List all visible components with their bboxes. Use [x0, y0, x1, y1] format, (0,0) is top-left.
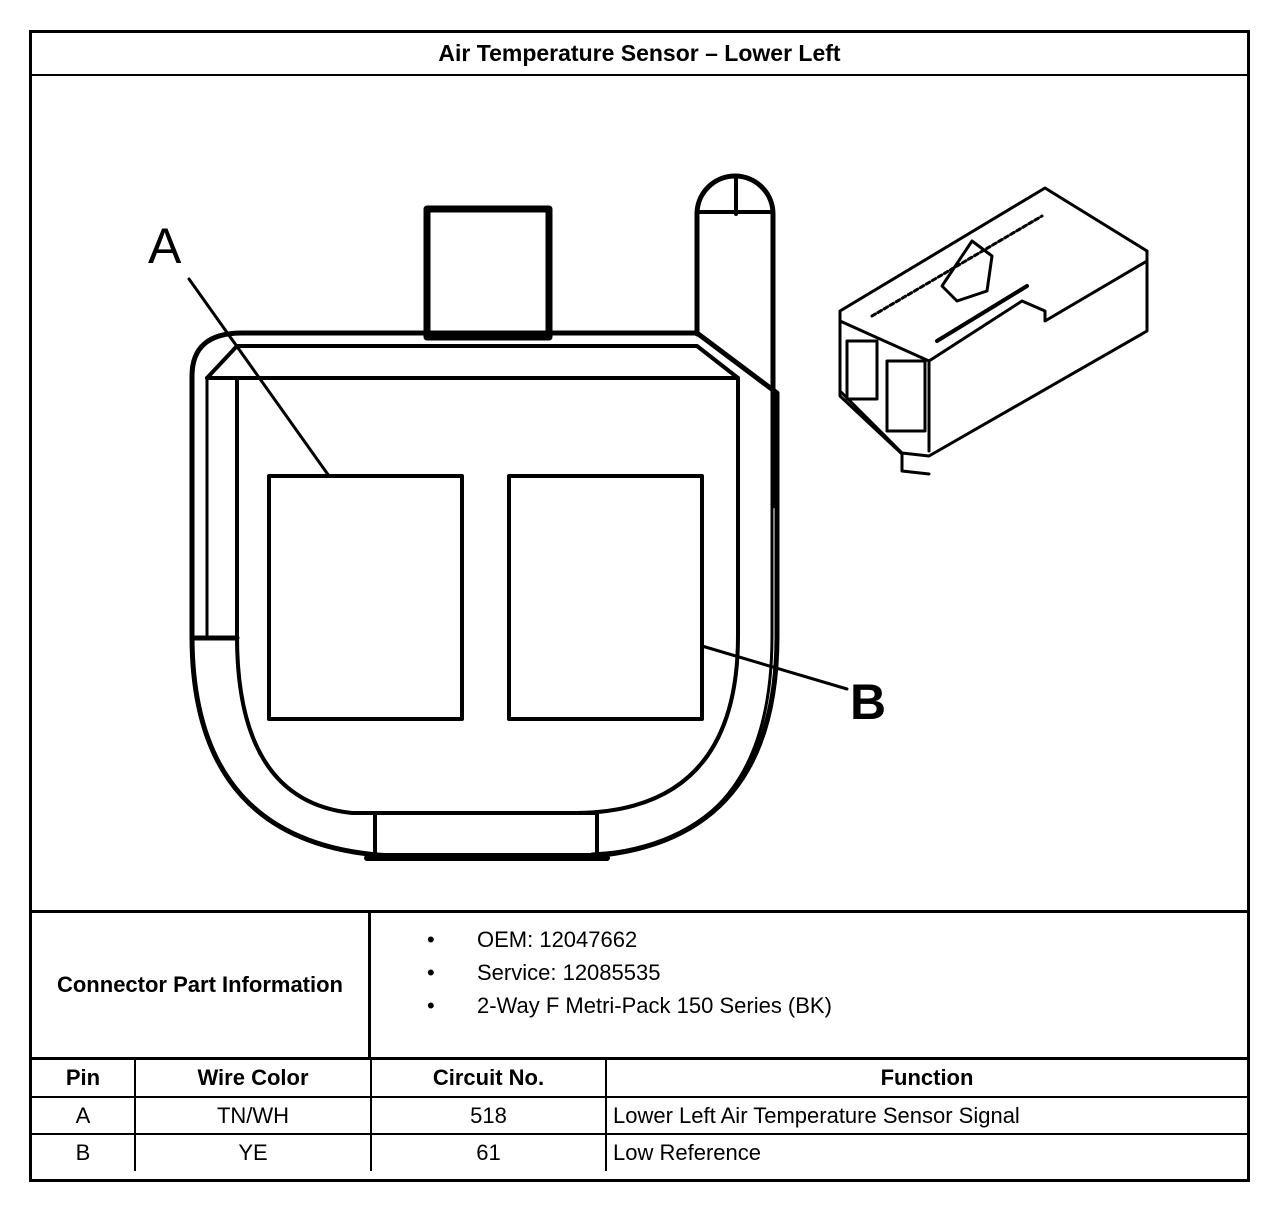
connector-part-info-label: Connector Part Information	[32, 913, 371, 1057]
part-info-item: OEM: 12047662	[371, 923, 1247, 956]
connector-face-svg: A B	[148, 173, 1149, 861]
pin-table: Pin Wire Color Circuit No. Function A TN…	[32, 1060, 1247, 1171]
cell-pin: B	[32, 1133, 136, 1171]
pin-label-a: A	[148, 218, 182, 274]
cavity-b	[507, 474, 704, 721]
housing-outer	[189, 330, 780, 859]
connector-part-info-list: OEM: 12047662 Service: 12085535 2-Way F …	[371, 913, 1247, 1067]
cell-circuit-no: 518	[370, 1096, 607, 1135]
pin-label-b: B	[850, 674, 886, 730]
cell-circuit-no: 61	[370, 1133, 607, 1171]
connector-face-drawing: A B	[32, 76, 1247, 910]
connector-isometric-sketch	[838, 186, 1149, 476]
table-row: B YE 61 Low Reference	[32, 1133, 1247, 1171]
cavity-a	[267, 474, 464, 721]
cell-function: Lower Left Air Temperature Sensor Signal	[605, 1096, 1247, 1135]
leader-b	[700, 644, 849, 691]
part-info-item: Service: 12085535	[371, 956, 1247, 989]
connector-part-info: Connector Part Information OEM: 12047662…	[32, 910, 1247, 1060]
header-circuit-no: Circuit No.	[370, 1060, 607, 1098]
cell-wire-color: YE	[134, 1133, 372, 1171]
table-row: A TN/WH 518 Lower Left Air Temperature S…	[32, 1096, 1247, 1135]
sheet-title: Air Temperature Sensor – Lower Left	[32, 33, 1247, 76]
header-pin: Pin	[32, 1060, 136, 1098]
leader-a	[187, 277, 331, 478]
header-wire-color: Wire Color	[134, 1060, 372, 1098]
cell-wire-color: TN/WH	[134, 1096, 372, 1135]
cell-pin: A	[32, 1096, 136, 1135]
header-function: Function	[605, 1060, 1247, 1098]
part-info-item: 2-Way F Metri-Pack 150 Series (BK)	[371, 989, 1247, 1022]
bottom-key	[373, 811, 599, 857]
connector-sheet: Air Temperature Sensor – Lower Left	[29, 30, 1250, 1182]
pin-table-header: Pin Wire Color Circuit No. Function	[32, 1060, 1247, 1098]
cell-function: Low Reference	[605, 1133, 1247, 1171]
latch-tab	[423, 205, 553, 341]
housing-right-edge	[590, 374, 774, 856]
lock-tower	[694, 173, 776, 509]
